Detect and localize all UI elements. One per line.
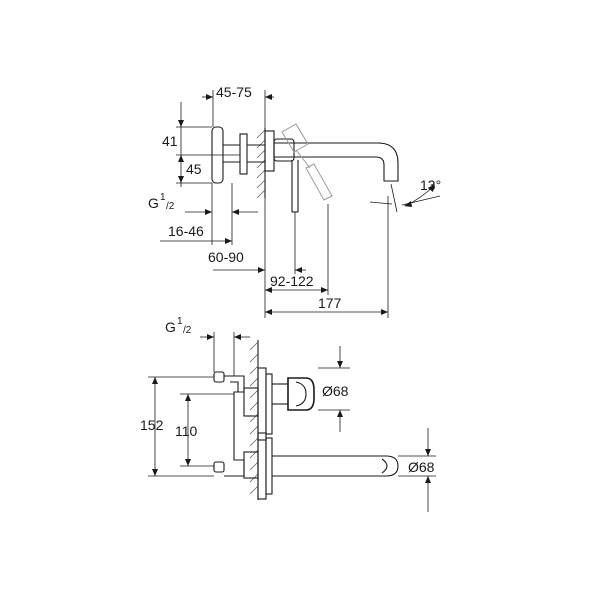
dimension-45-75: 45-75 <box>202 84 274 128</box>
thread-label: G <box>148 195 159 211</box>
handle-front <box>272 377 315 411</box>
label-13deg: 13° <box>420 177 441 193</box>
angle-13: 13° <box>369 177 441 213</box>
label-177: 177 <box>318 295 342 311</box>
thread-front: G 1 /2 <box>165 316 250 376</box>
label-16-46: 16-46 <box>168 223 204 239</box>
side-view: 45-75 41 45 G 1 /2 <box>148 84 441 318</box>
dimension-110: 110 <box>175 393 234 467</box>
label-110: 110 <box>175 423 198 439</box>
thread-sup: 1 <box>160 192 166 203</box>
dimension-177: 177 <box>265 196 389 318</box>
dimension-41-45: 41 45 <box>162 102 240 187</box>
thread-label-front: G <box>165 319 176 335</box>
label-152: 152 <box>140 417 164 433</box>
label-92-122: 92-122 <box>270 273 314 289</box>
wall-front <box>249 340 259 500</box>
label-45-75: 45-75 <box>216 84 252 100</box>
thread-side: G 1 /2 <box>148 183 258 245</box>
dimension-dia-spout: Ø68 <box>398 428 436 512</box>
dimension-152: 152 <box>140 376 214 477</box>
spout-front <box>272 455 399 477</box>
label-60-90: 60-90 <box>208 249 244 265</box>
thread-sup-front: 1 <box>177 316 183 327</box>
dimension-16-46: 16-46 <box>160 223 232 244</box>
concealed-body-front <box>213 371 259 479</box>
dimension-dia-rosette: Ø68 <box>318 346 350 432</box>
dimension-92-122: 92-122 <box>265 204 329 295</box>
label-dia-rosette: Ø68 <box>322 383 349 399</box>
spout-side <box>264 123 399 213</box>
label-dia-spout: Ø68 <box>408 459 435 475</box>
label-45: 45 <box>186 161 202 177</box>
dimension-60-90: 60-90 <box>208 198 306 318</box>
front-view: G 1 /2 152 110 <box>140 316 436 512</box>
rosettes-front <box>257 367 273 500</box>
thread-sub: /2 <box>166 201 175 212</box>
thread-sub-front: /2 <box>183 325 192 336</box>
wall-side <box>256 128 266 199</box>
label-41: 41 <box>162 133 178 149</box>
